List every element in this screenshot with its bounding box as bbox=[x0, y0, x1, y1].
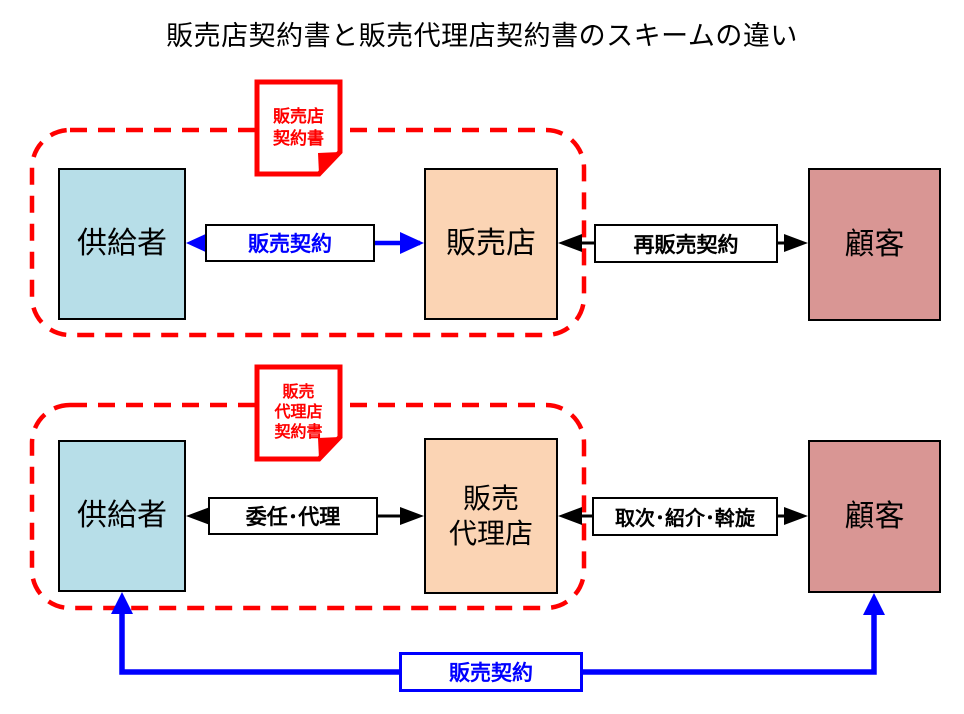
diagram-title: 販売店契約書と販売代理店契約書のスキームの違い bbox=[166, 21, 798, 51]
note-icon bbox=[254, 364, 343, 462]
top-resale-contract-tag: 再販売契約 bbox=[594, 224, 778, 263]
bottom-contract-note: 販売 代理店 契約書 bbox=[253, 363, 344, 463]
top-supplier-label: 供給者 bbox=[77, 227, 167, 261]
bottom-customer-label: 顧客 bbox=[844, 499, 905, 533]
bottom-supplier-label: 供給者 bbox=[77, 499, 167, 533]
top-supplier-box: 供給者 bbox=[58, 168, 186, 320]
bottom-customer-box: 顧客 bbox=[808, 440, 941, 593]
top-sales-contract-tag: 販売契約 bbox=[205, 224, 375, 262]
bottom-supplier-box: 供給者 bbox=[58, 440, 186, 592]
top-customer-label: 顧客 bbox=[844, 227, 905, 261]
top-dealer-box: 販売店 bbox=[424, 168, 558, 320]
bottom-agent-label-line2: 代理店 bbox=[448, 518, 533, 549]
top-dealer-label: 販売店 bbox=[446, 227, 536, 261]
top-customer-box: 顧客 bbox=[808, 168, 941, 321]
note-icon bbox=[254, 79, 343, 177]
bottom-delegation-tag: 委任･代理 bbox=[208, 497, 378, 535]
top-contract-note-label: 販売店 契約書 bbox=[273, 106, 324, 148]
direct-sales-contract-tag: 販売契約 bbox=[399, 652, 583, 692]
top-contract-note: 販売店 契約書 bbox=[253, 78, 344, 178]
bottom-agent-label-line1: 販売 bbox=[462, 483, 519, 514]
bottom-contract-note-label: 販売 代理店 契約書 bbox=[274, 384, 323, 441]
bottom-referral-tag: 取次･紹介･斡旋 bbox=[592, 497, 778, 536]
bottom-agent-box: 販売 代理店 bbox=[424, 438, 558, 594]
